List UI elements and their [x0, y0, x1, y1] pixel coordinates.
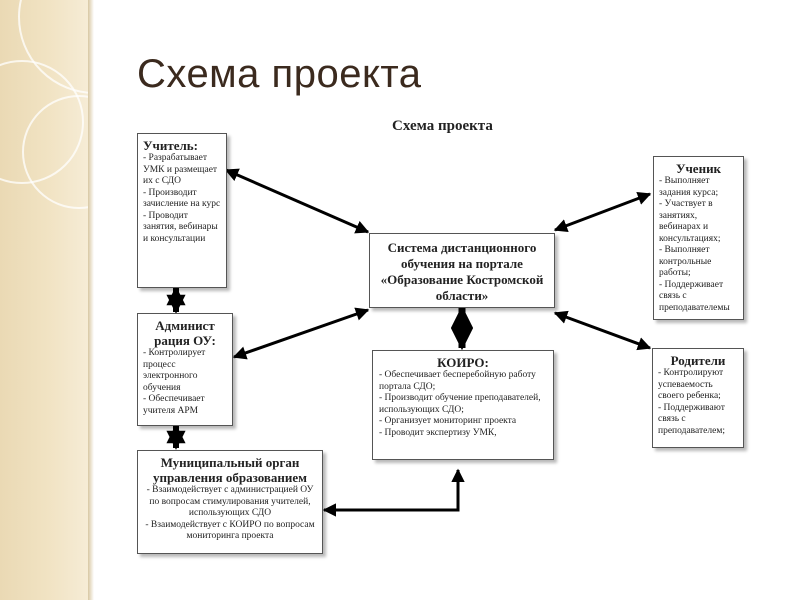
- student-item: - Выполняет контрольные работы;: [659, 245, 712, 278]
- arrow-teacher-center: [224, 168, 370, 234]
- student-item: - Выполняет задания курса;: [659, 176, 719, 198]
- center-box-sdo: Система дистанционного обучения на порта…: [369, 233, 555, 308]
- diagram-title: Схема проекта: [392, 118, 493, 134]
- arrow-center-student: [553, 191, 652, 233]
- admin-item: - Контролирует процесс электронного обуч…: [143, 348, 206, 393]
- municipal-item: - Взаимодействует с КОИРО по вопросам мо…: [145, 519, 315, 542]
- municipal-box: Муниципальный орган управления образован…: [137, 450, 323, 554]
- teacher-item: - Разрабатывает УМК и размещает их с СДО: [143, 153, 218, 186]
- student-box-title: Ученик: [675, 161, 722, 176]
- teacher-box-title: Учитель:: [143, 138, 199, 153]
- admin-item: - Обеспечивает учителя АРМ: [143, 394, 205, 416]
- parents-box: Родители - Контролируют успеваемость сво…: [652, 348, 744, 448]
- student-item: - Поддерживает связь с преподавателемы: [659, 279, 730, 313]
- teacher-item: - Производит зачисление на курс: [143, 187, 221, 210]
- arrow-center-parents: [553, 310, 652, 351]
- band-edge: [88, 0, 94, 600]
- admin-box-title: Админист рация ОУ:: [154, 318, 216, 348]
- arrow-admin-center: [232, 307, 370, 360]
- koiro-item: - Производит обучение преподавателей, ис…: [379, 393, 541, 415]
- arrow-municipal-koiro: [322, 468, 465, 517]
- koiro-item: - Организует мониторинг проекта: [379, 416, 517, 426]
- admin-box: Админист рация ОУ: - Контролирует процес…: [137, 313, 233, 426]
- teacher-item: - Проводит занятия, вебинары и консульта…: [143, 210, 218, 244]
- slide-title: Схема проекта: [137, 52, 422, 96]
- municipal-box-title: Муниципальный орган управления образован…: [152, 455, 308, 485]
- center-box-text: Система дистанционного обучения на порта…: [380, 240, 544, 303]
- student-item: - Участвует в занятиях, вебинарах и конс…: [659, 199, 721, 244]
- koiro-box: КОИРО: - Обеспечивает бесперебойную рабо…: [372, 350, 554, 460]
- parents-item: - Контролируют успеваемость своего ребен…: [658, 368, 724, 401]
- left-decorative-band: [0, 0, 172, 600]
- municipal-item: - Взаимодействует с администрацией ОУ по…: [146, 485, 314, 518]
- teacher-box: Учитель: - Разрабатывает УМК и размещает…: [137, 133, 227, 288]
- koiro-box-title: КОИРО:: [437, 355, 489, 370]
- parents-item: - Поддерживают связь с преподавателем;: [658, 402, 725, 436]
- koiro-item: - Проводит экспертизу УМК,: [379, 427, 497, 438]
- koiro-item: - Обеспечивает бесперебойную работу порт…: [379, 370, 536, 392]
- student-box: Ученик - Выполняет задания курса; - Учас…: [653, 156, 744, 320]
- parents-box-title: Родители: [670, 353, 726, 368]
